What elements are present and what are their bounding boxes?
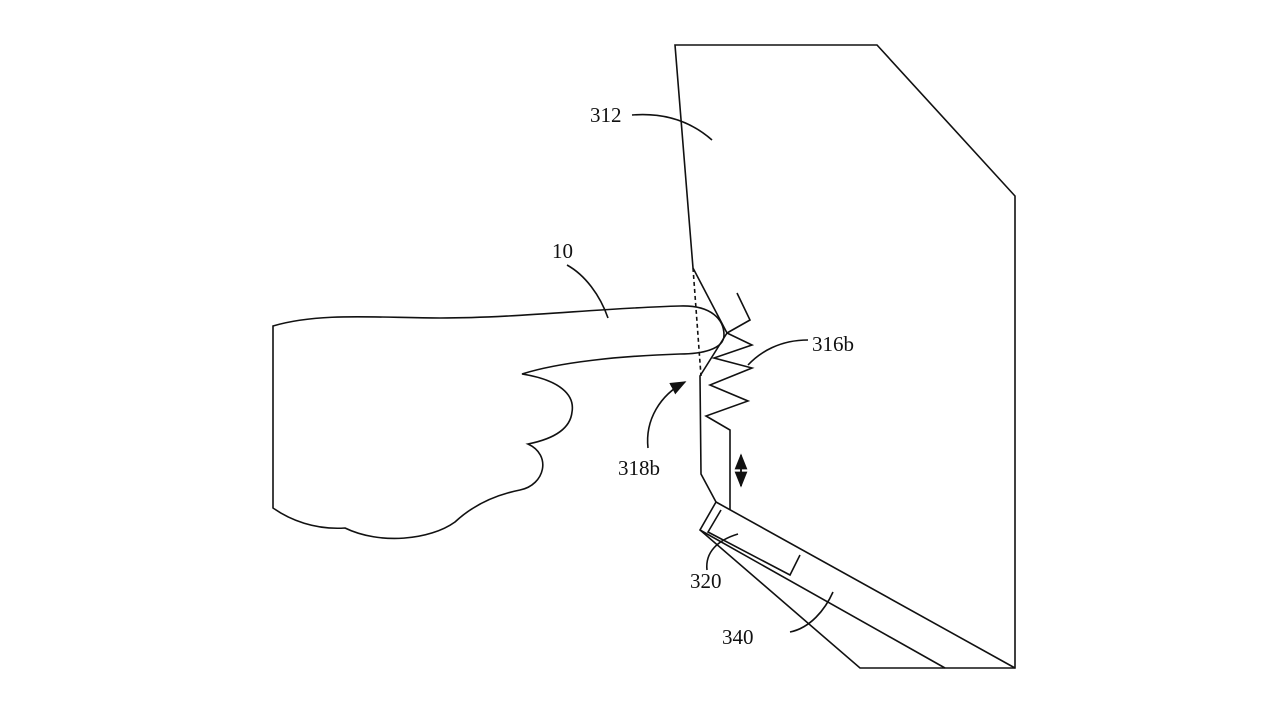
spring-zigzag bbox=[704, 332, 755, 510]
leader-316b bbox=[747, 339, 809, 366]
label-10: 10 bbox=[552, 239, 573, 263]
leader-312 bbox=[631, 113, 713, 141]
label-316b: 316b bbox=[812, 332, 854, 356]
base-plate-inner bbox=[699, 529, 946, 669]
leader-320 bbox=[706, 533, 739, 571]
button-flap bbox=[726, 292, 752, 334]
base-plate bbox=[715, 501, 1016, 669]
leader-340 bbox=[789, 591, 834, 633]
actuator-block bbox=[706, 509, 801, 577]
dashed-continuation bbox=[692, 267, 702, 377]
label-340: 340 bbox=[722, 625, 754, 649]
leader-10 bbox=[566, 264, 609, 319]
leader-318b bbox=[646, 381, 687, 449]
hand-outline bbox=[272, 305, 725, 540]
label-312: 312 bbox=[590, 103, 622, 127]
label-318b: 318b bbox=[618, 456, 660, 480]
panel-outline bbox=[674, 44, 1016, 669]
label-320: 320 bbox=[690, 569, 722, 593]
